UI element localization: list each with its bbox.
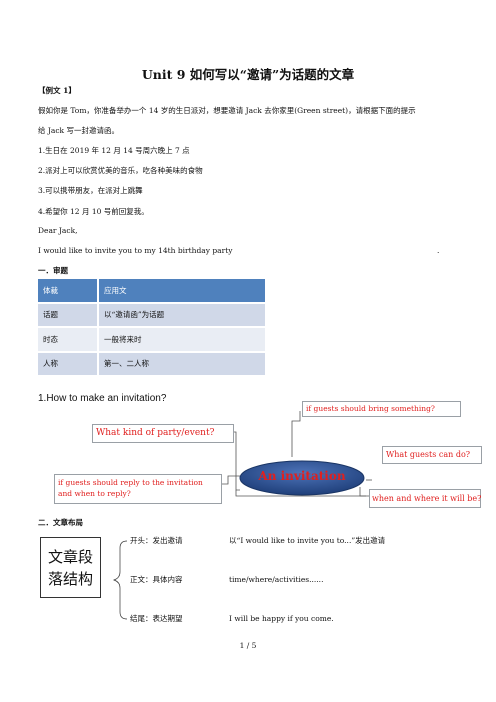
point-2: 2.派对上可以欣赏优美的音乐，吃各种美味的食物 xyxy=(38,166,203,175)
connector-line xyxy=(219,475,240,485)
structure-content-1: 以“I would like to invite you to...”发出邀请 xyxy=(229,536,386,545)
prompt-line-2: 给 Jack 写一封邀请函。 xyxy=(38,126,119,135)
structure-content-3: I will be happy if you come. xyxy=(229,614,334,623)
structure-part-2: 正文：具体内容 xyxy=(130,575,183,584)
table-cell: 话题 xyxy=(38,302,99,328)
example-heading: 【例文 1】 xyxy=(38,86,76,95)
table-row: 人称 第一、二人称 xyxy=(38,351,265,377)
table-cell: 一般将来时 xyxy=(98,327,265,353)
section1-heading: 一．审题 xyxy=(38,266,68,275)
invitation-center-label: An invitation xyxy=(258,469,346,483)
salutation: Dear Jack, xyxy=(38,226,78,235)
table-row: 体裁 应用文 xyxy=(38,279,265,304)
structure-box-line-2: 落结构 xyxy=(47,570,93,588)
box-reply: if guests should reply to the invitation… xyxy=(54,474,222,504)
structure-part-3: 结尾：表达期望 xyxy=(130,614,183,623)
box-guests-do: What guests can do? xyxy=(382,446,482,464)
structure-box-line-1: 文章段 xyxy=(47,548,93,566)
table-row: 话题 以“邀请函”为话题 xyxy=(38,302,265,328)
point-3: 3.可以携带朋友，在派对上跳舞 xyxy=(38,186,143,195)
point-4: 4.希望你 12 月 10 号前回复我。 xyxy=(38,207,149,216)
prompt-line-1: 假如你是 Tom，你准备举办一个 14 岁的生日派对，想要邀请 Jack 去你家… xyxy=(38,106,416,115)
connector-line xyxy=(235,490,366,497)
table-cell: 人称 xyxy=(38,351,99,377)
diagram-heading: 1.How to make an invitation? xyxy=(38,393,167,404)
structure-content-2: time/where/activities...... xyxy=(229,575,324,584)
structure-part-1: 开头：发出邀请 xyxy=(130,536,183,545)
analysis-table: 体裁 应用文 话题 以“邀请函”为话题 时态 一般将来时 人称 第一、二人称 xyxy=(38,279,265,377)
table-cell: 体裁 xyxy=(38,279,99,304)
first-line: I would like to invite you to my 14th bi… xyxy=(38,246,233,255)
table-row: 时态 一般将来时 xyxy=(38,327,265,353)
table-cell: 以“邀请函”为话题 xyxy=(98,302,265,328)
point-1: 1.生日在 2019 年 12 月 14 号周六晚上 7 点 xyxy=(38,146,190,155)
page-title: Unit 9 如何写以“邀请”为话题的文章 xyxy=(141,67,355,82)
table-cell: 第一、二人称 xyxy=(98,351,265,377)
table-cell: 时态 xyxy=(38,327,99,353)
connector-line xyxy=(291,411,301,457)
section2-heading: 二．文章布局 xyxy=(38,518,83,527)
box-reply-line-2: and when to reply? xyxy=(58,489,131,498)
first-line-end: . xyxy=(437,246,440,255)
table-cell: 应用文 xyxy=(98,279,265,304)
box-reply-line-1: if guests should reply to the invitation xyxy=(58,478,203,487)
structure-box: 文章段 落结构 xyxy=(40,537,101,598)
page-number: 1 / 5 xyxy=(239,641,257,650)
box-party-kind: What kind of party/event? xyxy=(92,424,234,443)
box-when-where: when and where it will be? xyxy=(369,489,481,508)
box-bring-something: if guests should bring something? xyxy=(302,401,461,417)
